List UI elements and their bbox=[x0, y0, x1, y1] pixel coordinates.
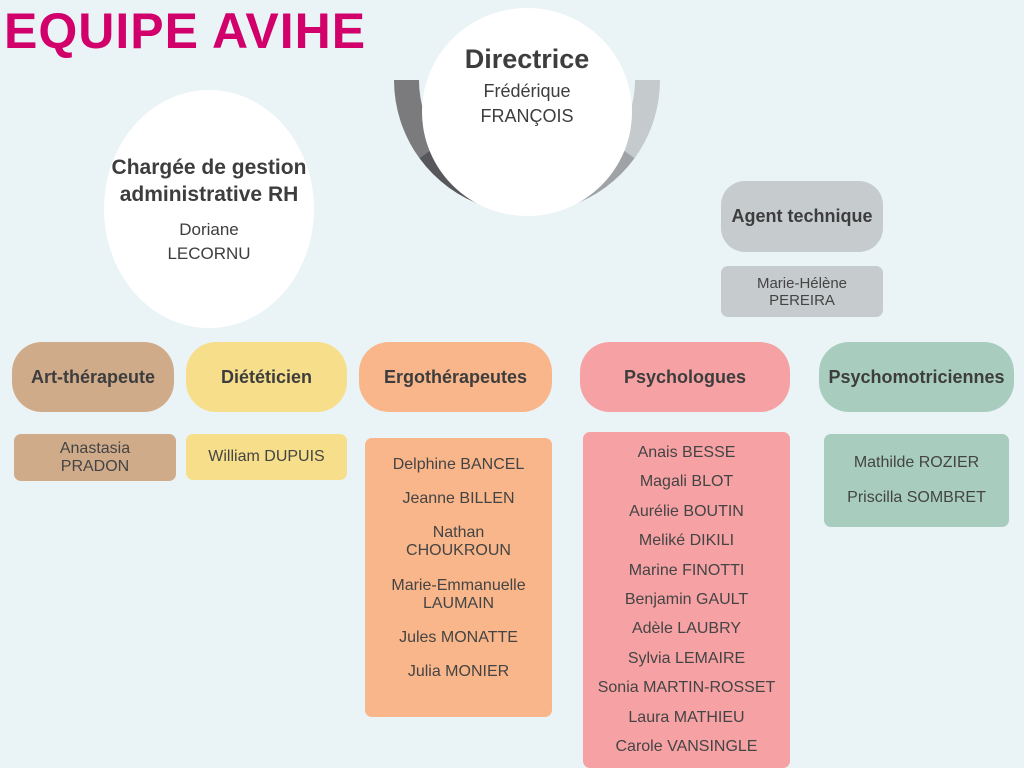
department-header: Ergothérapeutes bbox=[359, 342, 552, 412]
page-title: EQUIPE AVIHE bbox=[4, 3, 367, 59]
member-name: Anastasia PRADON bbox=[59, 439, 131, 475]
director-role: Directrice bbox=[464, 44, 590, 74]
admin-node: Chargée de gestion administrative RH Dor… bbox=[104, 90, 314, 328]
member-name: Priscilla SOMBRET bbox=[847, 488, 986, 506]
department-header: Psychomotriciennes bbox=[819, 342, 1014, 412]
department-members: Delphine BANCEL Jeanne BILLEN Nathan CHOUK… bbox=[365, 438, 552, 717]
member-name: Nathan CHOUKROUN bbox=[406, 524, 511, 560]
member-name: Sonia MARTIN-ROSSET bbox=[597, 679, 776, 697]
director-last-name: FRANÇOIS bbox=[480, 106, 574, 126]
member-name: Mathilde ROZIER bbox=[853, 454, 980, 472]
department-header: Psychologues bbox=[580, 342, 790, 412]
director-first-name: Frédérique bbox=[483, 81, 571, 101]
agent-role: Agent technique bbox=[721, 181, 883, 252]
department-members: Mathilde ROZIER Priscilla SOMBRET bbox=[824, 434, 1009, 527]
admin-first-name: Doriane bbox=[179, 220, 239, 239]
member-name: Sylvia LEMAIRE bbox=[627, 649, 746, 667]
member-name: Jeanne BILLEN bbox=[402, 490, 515, 508]
member-name: Anais BESSE bbox=[637, 443, 736, 461]
department-header: Diététicien bbox=[186, 342, 347, 412]
member-name: Carole VANSINGLE bbox=[615, 738, 758, 756]
department-members: William DUPUIS bbox=[186, 434, 347, 480]
agent-name: Marie-Hélène PEREIRA bbox=[721, 266, 883, 317]
member-name: Aurélie BOUTIN bbox=[629, 502, 744, 520]
director-node: Directrice Frédérique FRANÇOIS bbox=[422, 8, 632, 216]
department-members: Anastasia PRADON bbox=[14, 434, 176, 481]
department-members: Anais BESSE Magali BLOT Aurélie BOUTIN Meli… bbox=[583, 432, 790, 768]
member-name: Laura MATHIEU bbox=[628, 708, 745, 726]
department-header: Art-thérapeute bbox=[12, 342, 174, 412]
member-name: Meliké DIKILI bbox=[638, 532, 735, 550]
member-name: William DUPUIS bbox=[208, 448, 325, 465]
member-name: Jules MONATTE bbox=[399, 628, 518, 646]
admin-last-name: LECORNU bbox=[167, 244, 251, 263]
member-name: Marine FINOTTI bbox=[628, 561, 745, 579]
member-name: Benjamin GAULT bbox=[624, 590, 749, 608]
member-name: Marie-Emmanuelle LAUMAIN bbox=[391, 576, 526, 612]
member-name: Julia MONIER bbox=[407, 662, 510, 680]
admin-role: Chargée de gestion administrative RH bbox=[111, 156, 307, 206]
member-name: Delphine BANCEL bbox=[392, 456, 525, 474]
member-name: Adèle LAUBRY bbox=[631, 620, 742, 638]
member-name: Magali BLOT bbox=[639, 473, 734, 491]
